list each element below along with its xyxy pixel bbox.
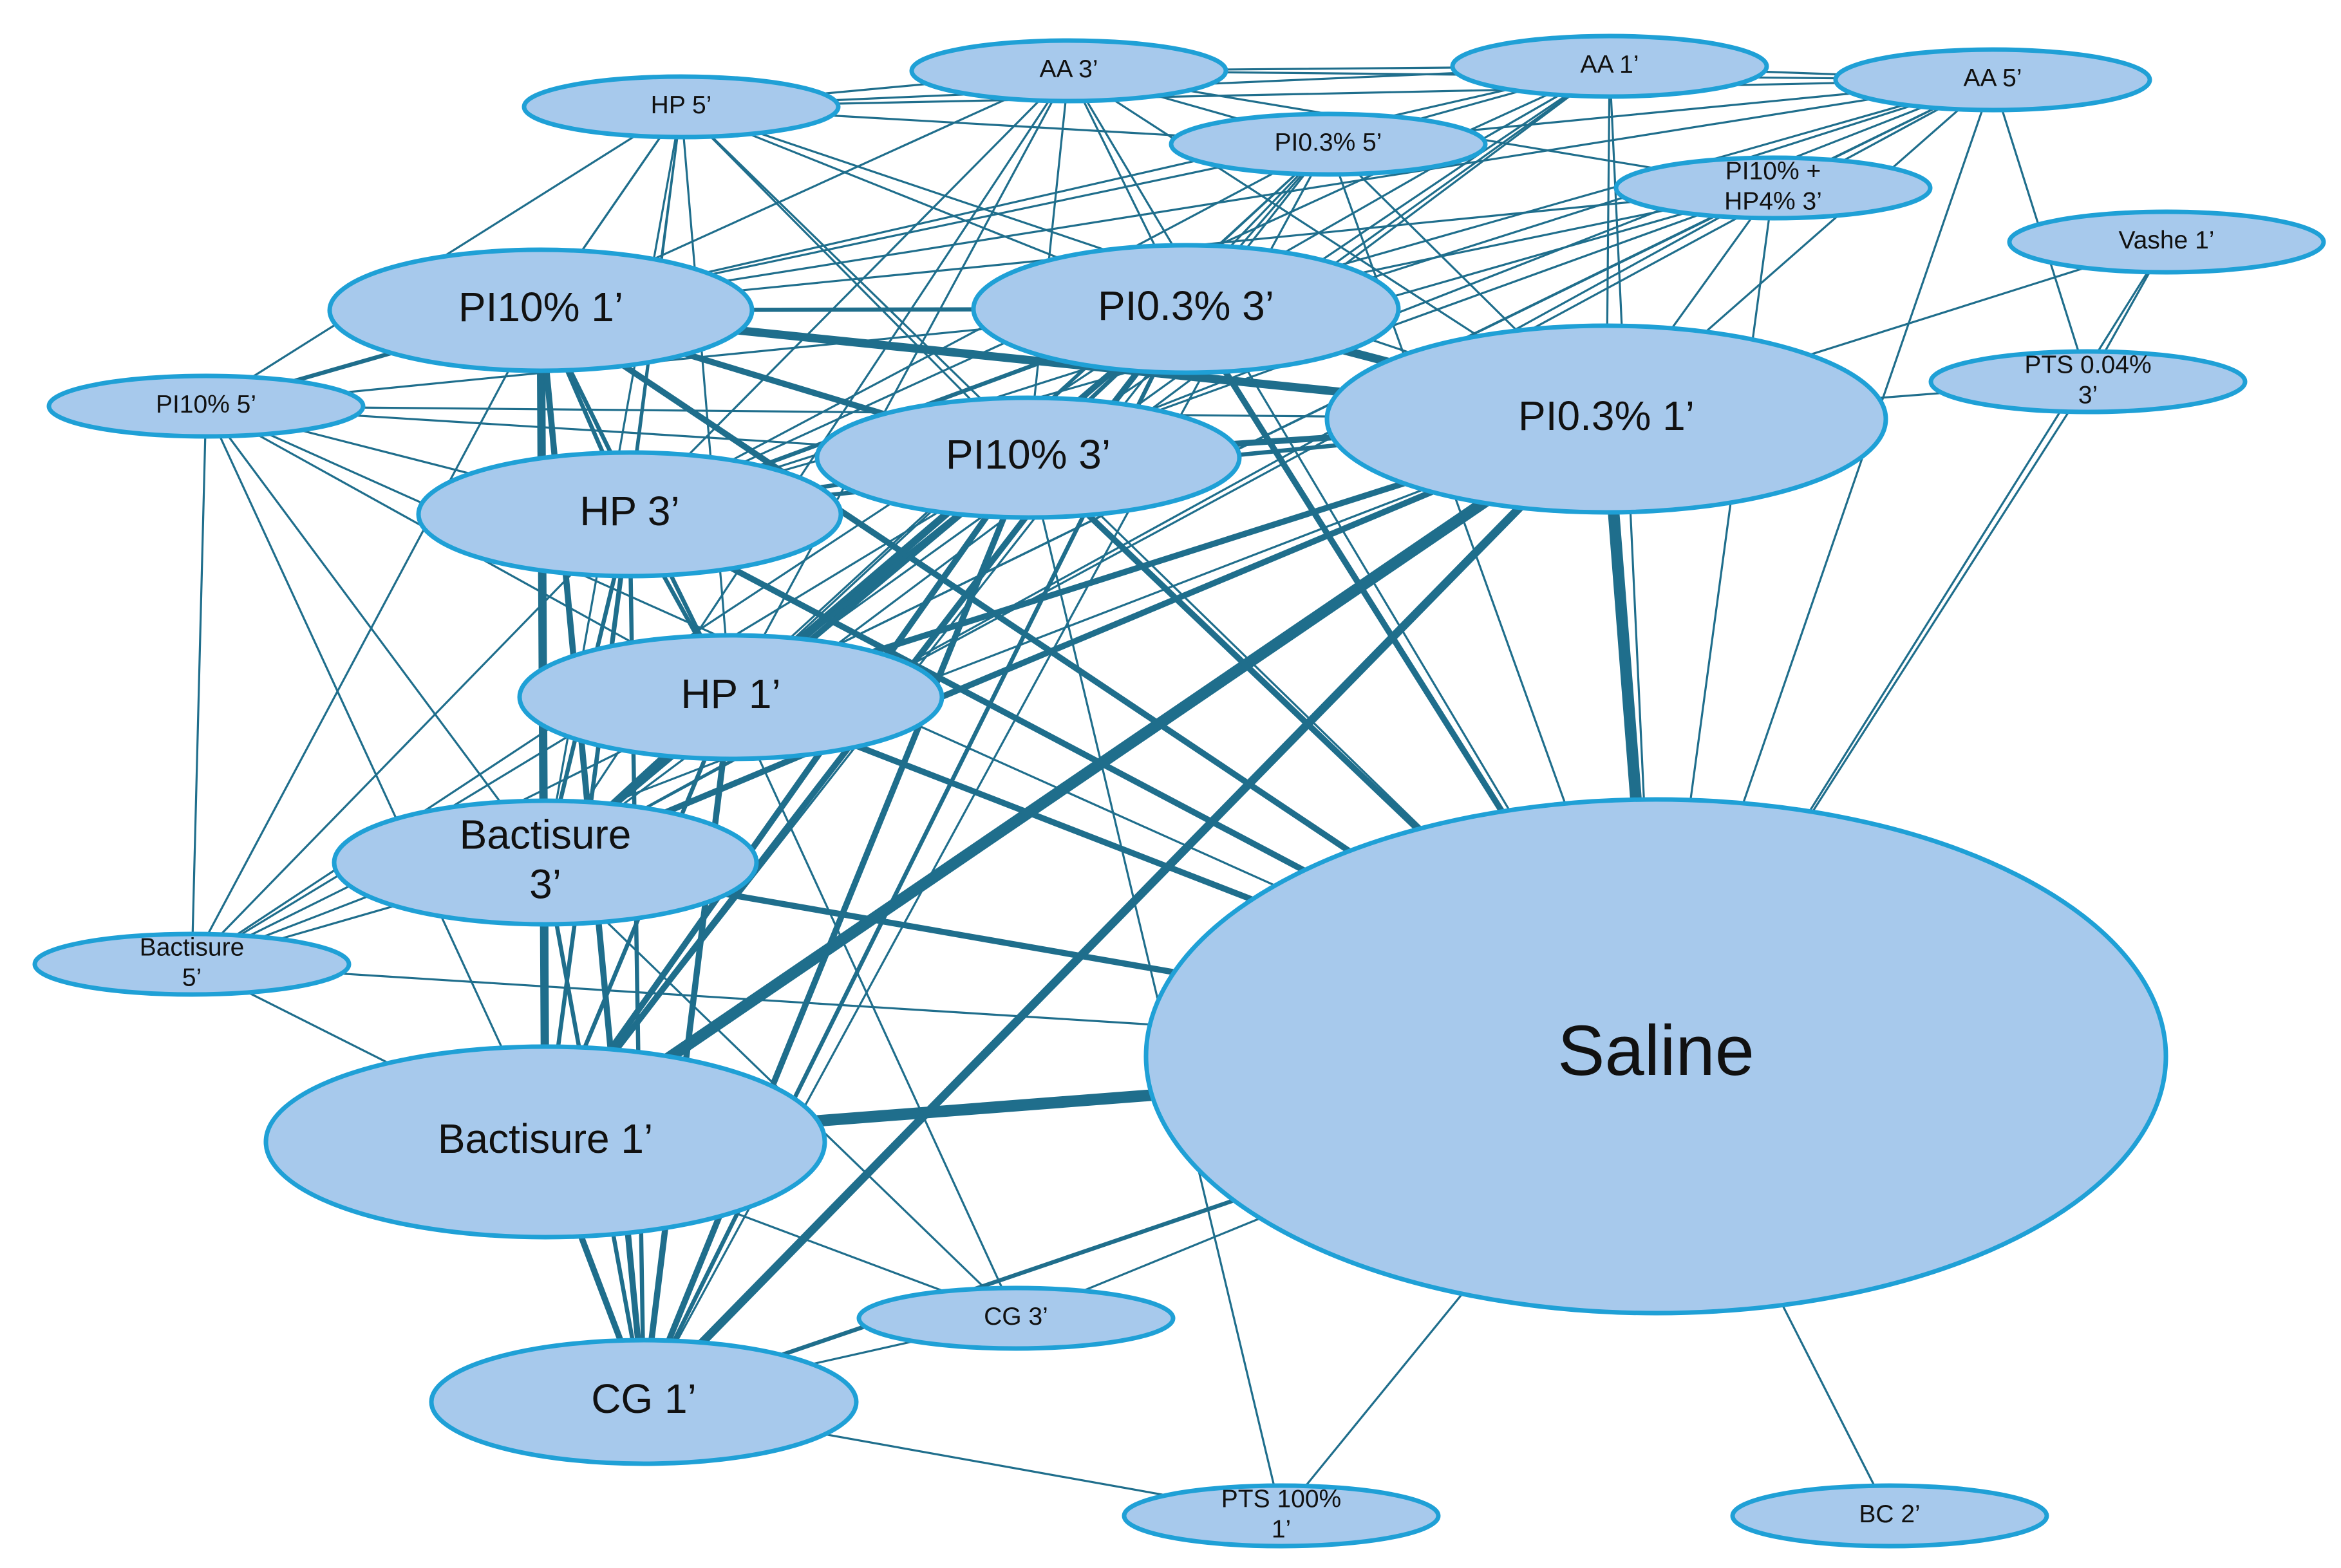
node-bactisure-1-label: Bactisure 1’	[438, 1115, 653, 1162]
node-pi10-5-label: PI10% 5’	[156, 391, 256, 418]
node-bactisure-1-shape	[263, 1044, 827, 1240]
node-aa-5: AA 5’	[1833, 47, 2152, 113]
node-hp-3: HP 3’	[416, 450, 843, 579]
node-aa-1-label: AA 1’	[1580, 51, 1639, 79]
edge-pi03_1-bact_1	[540, 413, 1612, 1148]
node-pi03-3-shape	[971, 243, 1401, 375]
node-pi03-3-label: PI0.3% 3’	[1098, 283, 1274, 329]
node-aa-3-shape	[909, 38, 1228, 104]
node-pi10-3: PI10% 3’	[814, 395, 1242, 520]
edge-aa_3-hp_1	[729, 70, 1070, 698]
node-aa-1-shape	[1450, 33, 1769, 99]
node-hp-3-label: HP 3’	[579, 488, 679, 534]
node-pi10-3-label: PI10% 3’	[946, 431, 1111, 478]
node-pi03-5-shape	[1169, 111, 1488, 177]
node-pi10-1-shape	[327, 247, 755, 373]
edge-pi10_3-cg_1	[641, 454, 1031, 1405]
node-pi03-5-label: PI0.3% 5’	[1275, 129, 1382, 156]
node-pi03-1: PI0.3% 1’	[1324, 323, 1888, 515]
node-aa-3-label: AA 3’	[1039, 55, 1098, 83]
edge-cg_3-hp_1	[729, 696, 1017, 1320]
node-pi10-5-shape	[46, 373, 366, 439]
edge-aa_3-hp_3	[628, 70, 1070, 516]
node-cg-1: CG 1’	[429, 1338, 859, 1466]
node-saline-label: Saline	[1557, 1011, 1754, 1090]
edge-pi10_5-bact_5	[191, 405, 207, 966]
node-pi10-hp4-3: PI10% +HP4% 3’	[1613, 155, 1933, 221]
node-aa-3: AA 3’	[909, 38, 1228, 104]
node-pi10-3-shape	[814, 395, 1242, 520]
node-hp-1-label: HP 1’	[681, 671, 780, 717]
node-bactisure-1: Bactisure 1’	[263, 1044, 827, 1240]
edge-pi03_5-hp_3	[628, 143, 1330, 516]
edge-bact_5-pi10_1	[191, 309, 542, 966]
node-pi03-5: PI0.3% 5’	[1169, 111, 1488, 177]
node-bc-2: BC 2’	[1730, 1483, 2049, 1549]
node-cg-1-label: CG 1’	[591, 1376, 697, 1422]
node-pi10-1-label: PI10% 1’	[458, 284, 623, 330]
edge-hp_1-cg_1	[641, 694, 734, 1405]
node-bactisure-5-shape	[32, 931, 352, 997]
node-aa-5-shape	[1833, 47, 2152, 113]
node-bactisure-3-shape	[332, 798, 759, 927]
edge-bact_5-hp_3	[191, 513, 631, 966]
node-saline: Saline	[1143, 797, 2168, 1316]
edge-aa_5-pi10_3	[1027, 79, 1994, 459]
node-pts100-1-shape	[1122, 1483, 1441, 1549]
node-hp-1-shape	[517, 633, 945, 761]
edge-pi10_5-bact_3	[205, 405, 547, 864]
edge-hp_5-aa_5	[680, 79, 1994, 108]
node-pts100-1: PTS 100%1’	[1122, 1483, 1441, 1549]
node-cg-1-shape	[429, 1338, 859, 1466]
edge-hp_5-hp_1	[680, 106, 732, 698]
node-vashe-1-shape	[2007, 209, 2326, 275]
node-hp-5-label: HP 5’	[651, 91, 712, 119]
node-bc-2-shape	[1730, 1483, 2049, 1549]
nodes-layer: Saline PI0.3% 1’ PI10% 1’ PI0.3% 3’ PI10…	[32, 33, 2326, 1549]
node-hp-5: HP 5’	[522, 74, 841, 140]
edge-pi10_1-bact_3	[538, 308, 548, 865]
node-pts004-3-shape	[1928, 349, 2248, 415]
node-pts004-3-label: PTS 0.04%3’	[2024, 351, 2151, 409]
node-bc-2-label: BC 2’	[1859, 1500, 1920, 1528]
edge-pi10_3-bact_1	[542, 454, 1031, 1145]
node-vashe-1: Vashe 1’	[2007, 209, 2326, 275]
edge-pi10hp4_3-hp_1	[729, 187, 1774, 698]
edge-aa_1-hp_1	[729, 65, 1611, 698]
node-hp-5-shape	[522, 74, 841, 140]
node-pi03-1-shape	[1324, 323, 1888, 515]
edge-aa_5-pi10_1	[540, 79, 1994, 312]
node-hp-1: HP 1’	[517, 633, 945, 761]
node-hp-3-shape	[416, 450, 843, 579]
node-aa-1: AA 1’	[1450, 33, 1769, 99]
node-pi10-1: PI10% 1’	[327, 247, 755, 373]
node-cg-3-shape	[856, 1285, 1176, 1351]
node-pi10-5: PI10% 5’	[46, 373, 366, 439]
edge-aa_1-pi10_1	[540, 65, 1611, 312]
node-cg-3: CG 3’	[856, 1285, 1176, 1351]
node-pts004-3: PTS 0.04%3’	[1928, 349, 2248, 415]
node-cg-3-label: CG 3’	[984, 1303, 1048, 1330]
node-vashe-1-label: Vashe 1’	[2119, 227, 2215, 254]
node-pts100-1-label: PTS 100%1’	[1221, 1486, 1341, 1544]
node-pi03-1-label: PI0.3% 1’	[1518, 393, 1695, 439]
node-pi10-hp4-3-shape	[1613, 155, 1933, 221]
node-pi03-3: PI0.3% 3’	[971, 243, 1401, 375]
edge-pts100_1-pi10_3	[1027, 456, 1283, 1517]
node-aa-5-label: AA 5’	[1963, 64, 2022, 92]
node-pi10-hp4-3-label: PI10% +HP4% 3’	[1724, 158, 1822, 216]
node-saline-shape	[1143, 797, 2168, 1316]
